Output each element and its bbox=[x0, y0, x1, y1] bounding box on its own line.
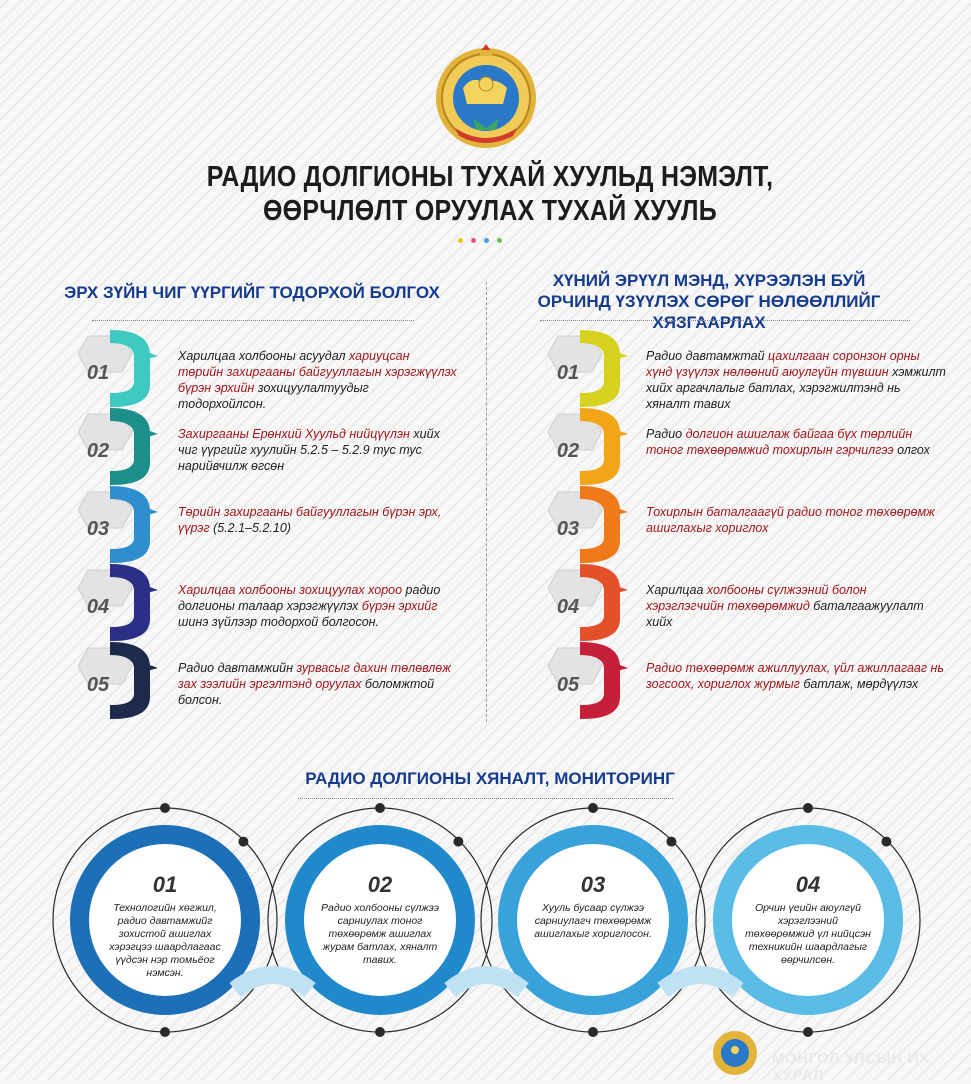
plain-text: шинэ зүйлээр тодорхой болгосон. bbox=[178, 615, 380, 629]
highlight-text: зурвасыг дахин төлөвлөж зах зээлийн эргэ… bbox=[178, 661, 451, 691]
right-item-text: Радио долгион ашиглаж байгаа бүх төрлийн… bbox=[646, 426, 946, 458]
plain-text: (5.2.1–5.2.10) bbox=[209, 521, 291, 535]
left-item-text: Харилцаа холбооны асуудал хариуцсан төри… bbox=[178, 348, 458, 412]
plain-text: Радио давтамжтай bbox=[646, 349, 769, 363]
monitoring-text: Радио холбооны сүлжээ сарниулах тоног тө… bbox=[321, 902, 439, 966]
left-step-2 bbox=[77, 408, 158, 485]
right-title-line-2: ОРЧИНД ҮЗҮҮЛЭХ СӨРӨГ НӨЛӨӨЛЛИЙГ ХЯЗГААРЛ… bbox=[537, 292, 881, 332]
page-title: РАДИО ДОЛГИОНЫ ТУХАЙ ХУУЛЬД НЭМЭЛТ, ӨӨРЧ… bbox=[189, 160, 791, 228]
right-item-number: 02 bbox=[556, 440, 580, 462]
left-item-text: Радио давтамжийн зурвасыг дахин төлөвлөж… bbox=[178, 660, 458, 708]
left-steps-graphic bbox=[77, 330, 158, 719]
right-step-1 bbox=[547, 330, 628, 407]
monitoring-title: РАДИО ДОЛГИОНЫ ХЯНАЛТ, МОНИТОРИНГ bbox=[305, 769, 675, 788]
plain-text: Харилцаа холбооны асуудал bbox=[178, 349, 350, 363]
right-divider bbox=[540, 320, 910, 321]
right-item-number: 01 bbox=[556, 362, 580, 384]
state-emblem bbox=[436, 44, 536, 148]
right-step-4 bbox=[547, 564, 628, 641]
right-item-number: 05 bbox=[556, 674, 580, 696]
title-dots bbox=[458, 238, 502, 243]
right-item-number: 03 bbox=[556, 518, 580, 540]
monitoring-number: 03 bbox=[580, 872, 606, 897]
title-dot bbox=[471, 238, 476, 243]
right-step-5 bbox=[547, 642, 628, 719]
right-item-text: Харилцаа холбооны сүлжээний болон хэрэгл… bbox=[646, 582, 946, 630]
monitoring-number: 01 bbox=[152, 872, 178, 897]
plain-text: олгох bbox=[893, 443, 930, 457]
plain-text: Радио bbox=[646, 427, 686, 441]
title-dot bbox=[497, 238, 502, 243]
left-item-number: 04 bbox=[86, 596, 110, 618]
plain-text: хэмжилт хийх аргачлалыг батлах, хэрэгжил… bbox=[646, 365, 946, 411]
right-step-3 bbox=[547, 486, 628, 563]
right-item-number: 04 bbox=[556, 596, 580, 618]
monitoring-text: Технологийн хөгжил, радио давтамжийг зох… bbox=[109, 902, 221, 979]
monitoring-circle-4 bbox=[695, 803, 921, 1037]
highlight-text: холбооны сүлжээний болон хэрэглэгчийн тө… bbox=[646, 583, 867, 613]
highlight-text: Тохирлын баталгаагүй радио тоног төхөөрө… bbox=[646, 505, 935, 535]
right-title-line-1: ХҮНИЙ ЭРҮҮЛ МЭНД, ХҮРЭЭЛЭН БУЙ bbox=[552, 271, 866, 290]
highlight-text: долгион ашиглаж байгаа бүх төрлийн тоног… bbox=[646, 427, 913, 457]
monitoring-circle-1 bbox=[52, 803, 278, 1037]
right-item-text: Радио давтамжтай цахилгаан соронзон орны… bbox=[646, 348, 946, 412]
monitoring-number: 04 bbox=[795, 872, 821, 897]
right-steps-graphic bbox=[547, 330, 628, 719]
vertical-divider bbox=[486, 282, 487, 722]
footer-emblem bbox=[713, 1031, 757, 1075]
title-dot bbox=[458, 238, 463, 243]
plain-text: боломжтой болсон. bbox=[178, 677, 435, 707]
highlight-text: Радио төхөөрөмж ажиллуулах, үйл ажиллага… bbox=[646, 661, 944, 691]
monitoring-divider bbox=[298, 798, 673, 799]
right-item-text: Тохирлын баталгаагүй радио тоног төхөөрө… bbox=[646, 504, 946, 536]
monitoring-circle-3 bbox=[480, 803, 706, 1037]
title-dot bbox=[484, 238, 489, 243]
left-step-5 bbox=[77, 642, 158, 719]
monitoring-number: 02 bbox=[367, 872, 393, 897]
highlight-text: бүрэн эрхийг bbox=[361, 599, 438, 613]
monitoring-circles bbox=[52, 803, 921, 1037]
plain-text: батлаж, мөрдүүлэх bbox=[799, 677, 919, 691]
monitoring-circle-2 bbox=[267, 803, 493, 1037]
left-step-3 bbox=[77, 486, 158, 563]
left-step-1 bbox=[77, 330, 158, 407]
highlight-text: Төрийн захиргааны байгууллагын бүрэн эрх… bbox=[178, 505, 442, 535]
monitoring-text: Хууль бусаар сүлжээ сарниулагч төхөөрөмж… bbox=[534, 902, 652, 940]
highlight-text: Захиргааны Ерөнхий Хуульд нийцүүлэн bbox=[178, 427, 410, 441]
left-item-number: 01 bbox=[86, 362, 110, 384]
left-item-text: Захиргааны Ерөнхий Хуульд нийцүүлэн хийх… bbox=[178, 426, 458, 474]
monitoring-text: Орчин үеийн аюулгүй хэрэглээний төхөөрөм… bbox=[745, 902, 871, 966]
right-section-title: ХҮНИЙ ЭРҮҮЛ МЭНД, ХҮРЭЭЛЭН БУЙ ОРЧИНД ҮЗ… bbox=[484, 270, 934, 333]
right-step-2 bbox=[547, 408, 628, 485]
plain-text: радио долгионы талаар хэрэгжүүлэх bbox=[178, 583, 441, 613]
footer-text: МОНГОЛ УЛСЫН ИХ ХУРАЛ bbox=[772, 1050, 930, 1084]
left-item-number: 02 bbox=[86, 440, 110, 462]
title-line-1: РАДИО ДОЛГИОНЫ ТУХАЙ ХУУЛЬД НЭМЭЛТ, bbox=[206, 161, 774, 193]
left-section-title: ЭРХ ЗҮЙН ЧИГ ҮҮРГИЙГ ТОДОРХОЙ БОЛГОХ bbox=[64, 283, 440, 302]
highlight-text: хариуцсан төрийн захиргааны байгууллагын… bbox=[178, 349, 457, 395]
plain-text: баталгаажуулалт хийх bbox=[646, 599, 924, 629]
highlight-text: цахилгаан соронзон орны хүнд үзүүлэх нөл… bbox=[646, 349, 920, 379]
left-item-text: Харилцаа холбооны зохицуулах хороо радио… bbox=[178, 582, 458, 630]
left-item-number: 03 bbox=[86, 518, 110, 540]
highlight-text: Харилцаа холбооны зохицуулах хороо bbox=[178, 583, 403, 597]
left-divider bbox=[92, 320, 414, 321]
plain-text: Радио давтамжийн bbox=[178, 661, 297, 675]
left-step-4 bbox=[77, 564, 158, 641]
plain-text: зохицуулалтуудыг тодорхойлсон. bbox=[178, 381, 369, 411]
title-line-2: ӨӨРЧЛӨЛТ ОРУУЛАХ ТУХАЙ ХУУЛЬ bbox=[263, 195, 717, 227]
plain-text: Харилцаа bbox=[646, 583, 707, 597]
left-item-text: Төрийн захиргааны байгууллагын бүрэн эрх… bbox=[178, 504, 458, 536]
plain-text: хийх чиг үүргийг хуулийн 5.2.5 – 5.2.9 т… bbox=[178, 427, 440, 473]
left-item-number: 05 bbox=[86, 674, 110, 696]
right-item-text: Радио төхөөрөмж ажиллуулах, үйл ажиллага… bbox=[646, 660, 946, 692]
